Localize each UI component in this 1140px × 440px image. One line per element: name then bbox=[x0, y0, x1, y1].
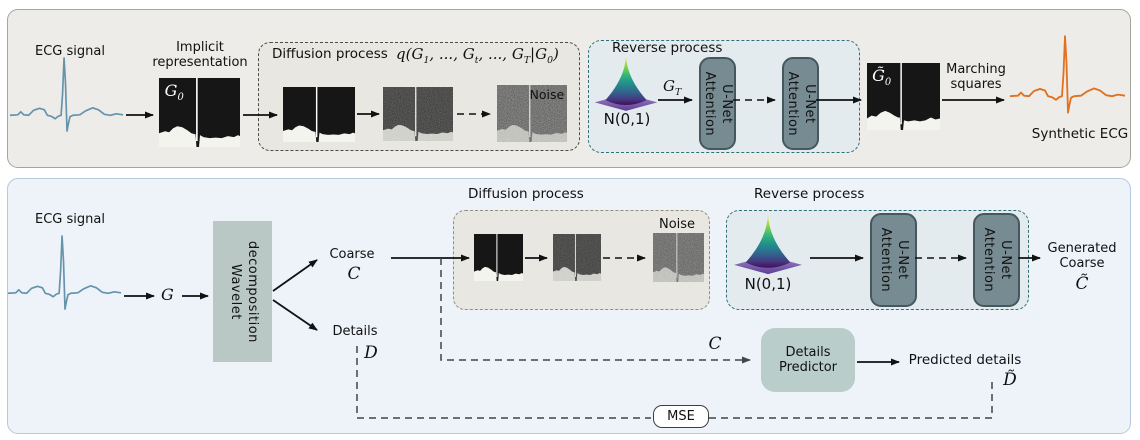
predicted-details-label: Predicted details bbox=[908, 352, 1022, 368]
diffusion-image-1-top bbox=[283, 87, 355, 142]
g0-label: G0 bbox=[164, 80, 184, 103]
g0-tilde-image: G̃0 bbox=[867, 63, 940, 130]
diffusion-process-label-bottom: Diffusion process bbox=[468, 186, 584, 202]
g-symbol: G bbox=[161, 285, 174, 304]
coarse-label: Coarse bbox=[329, 247, 375, 262]
gt-label: GT bbox=[663, 77, 682, 98]
diffusion-image-2-top bbox=[383, 87, 453, 141]
gaussian-surface-bottom bbox=[730, 214, 806, 276]
diffusion-image-3-top: Noise bbox=[497, 85, 567, 142]
implicit-representation-label: Implicit representation bbox=[152, 40, 248, 71]
diffusion-image-2-bottom bbox=[553, 234, 601, 281]
ecg-signal-label-bottom: ECG signal bbox=[35, 212, 105, 227]
marching-squares-label: Marching squares bbox=[946, 62, 1006, 93]
noise-label-bottom: Noise bbox=[658, 217, 696, 232]
c-symbol: C bbox=[347, 264, 361, 284]
gaussian-surface-top bbox=[592, 54, 660, 114]
g0-image: G0 bbox=[159, 78, 240, 147]
diffusion-image-3-bottom bbox=[653, 233, 704, 282]
d-symbol: D bbox=[364, 343, 378, 363]
ecg-waveform-bottom bbox=[6, 232, 124, 316]
mse-label: MSE bbox=[667, 409, 695, 424]
diffusion-process-label-top: Diffusion process bbox=[272, 46, 388, 62]
details-label: Details bbox=[332, 324, 378, 339]
gaussian-label-bottom: N(0,1) bbox=[744, 275, 792, 293]
mse-box: MSE bbox=[653, 405, 709, 428]
c-mid-symbol: C bbox=[708, 334, 722, 354]
ecg-signal-label-top: ECG signal bbox=[35, 44, 105, 59]
synthetic-ecg-label: Synthetic ECG bbox=[1031, 126, 1129, 142]
gaussian-label-top: N(0,1) bbox=[603, 110, 651, 128]
reverse-process-label-bottom: Reverse process bbox=[754, 186, 865, 202]
c-tilde-symbol: C̃ bbox=[1075, 274, 1089, 294]
generated-coarse-label: Generated Coarse bbox=[1047, 241, 1117, 272]
diffusion-image-1-bottom bbox=[474, 234, 523, 281]
g0-tilde-label: G̃0 bbox=[872, 65, 892, 88]
diffusion-math-label: q(G1, ..., Gt, ..., GT|G0) bbox=[396, 45, 559, 66]
ecg-waveform-synthetic bbox=[1008, 32, 1128, 120]
reverse-process-label-top: Reverse process bbox=[612, 40, 723, 56]
ecg-waveform-top bbox=[8, 54, 126, 138]
noise-label-top: Noise bbox=[529, 86, 565, 102]
d-tilde-symbol: D̃ bbox=[1003, 370, 1017, 390]
